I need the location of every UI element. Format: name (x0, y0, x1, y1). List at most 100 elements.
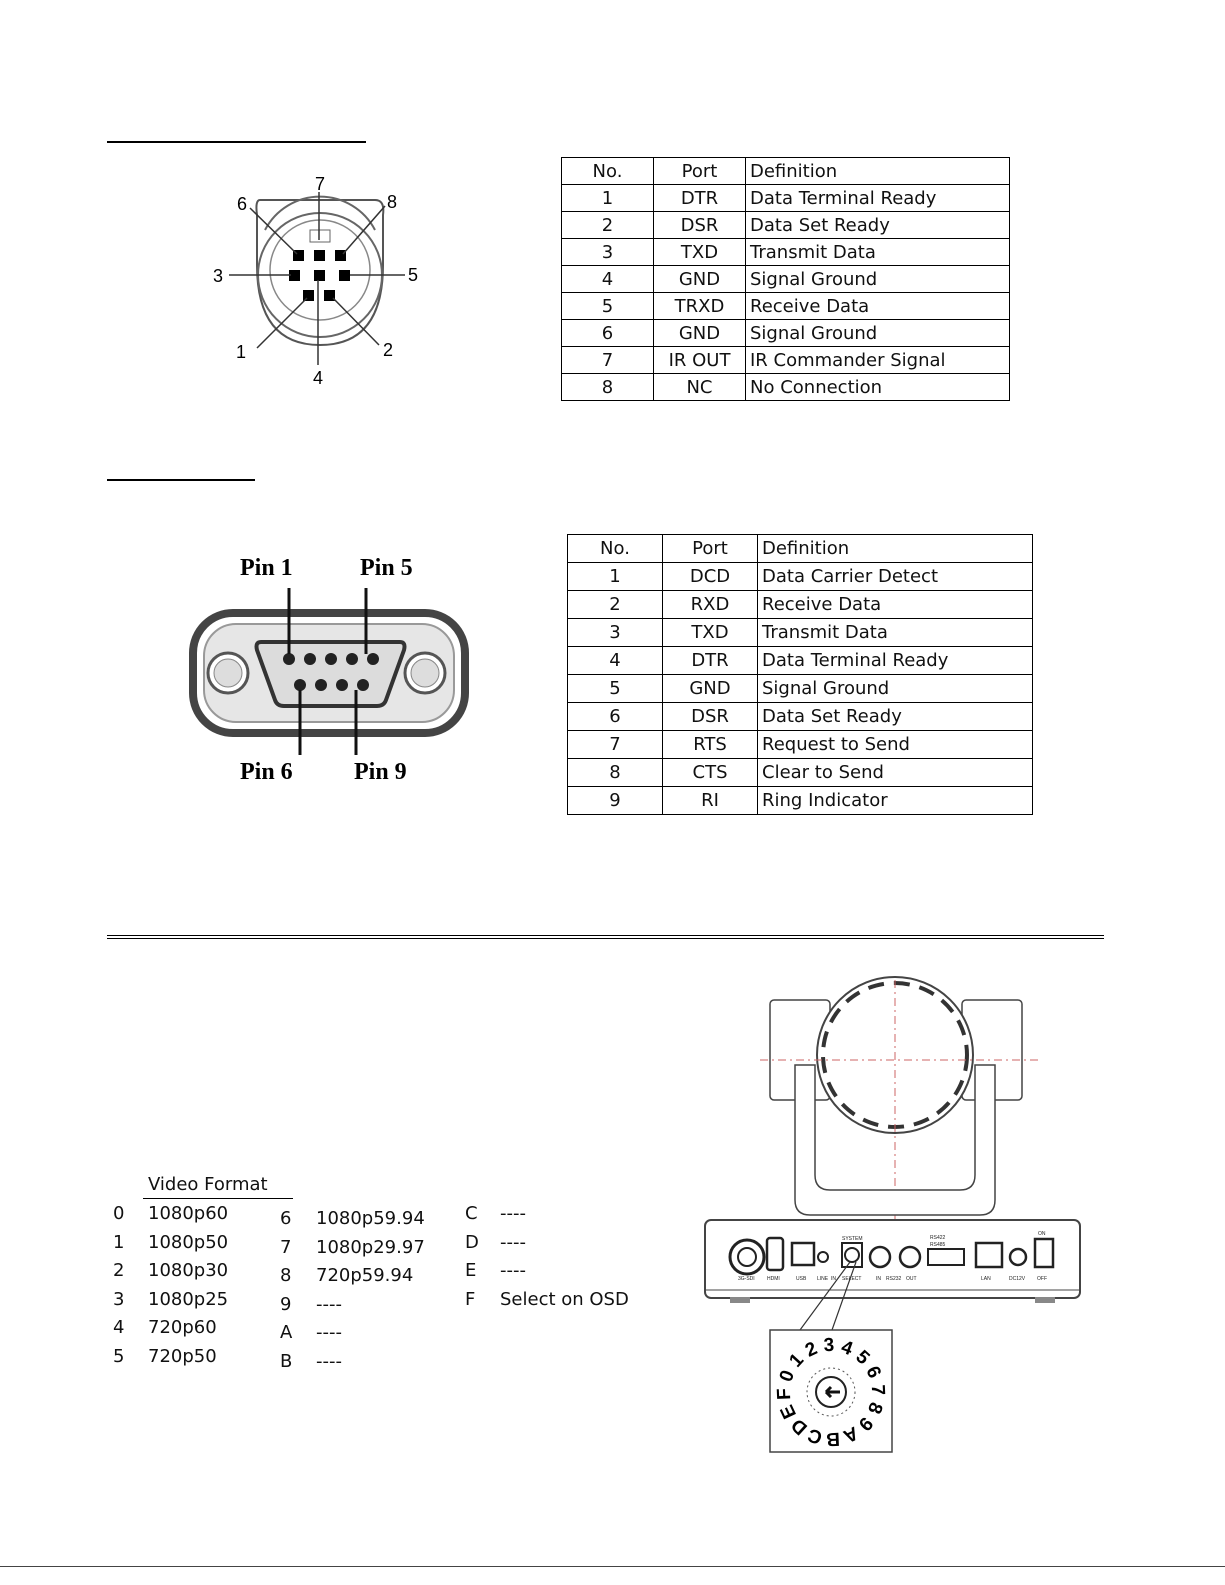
dial-position-key: 8 (280, 1265, 292, 1287)
rear-label-in: IN (831, 1276, 836, 1282)
port-cell: RTS (662, 730, 758, 759)
definition-cell: No Connection (745, 373, 1010, 401)
minidin-label-6: 6 (237, 194, 247, 214)
video-format-value: ---- (316, 1293, 342, 1315)
port-cell: RI (662, 786, 758, 815)
pin-number-cell: 3 (567, 618, 663, 647)
video-format-header-rule (143, 1198, 293, 1199)
section-rule-visca (107, 141, 366, 143)
definition-cell: Data Terminal Ready (745, 184, 1010, 212)
definition-cell: Signal Ground (745, 319, 1010, 347)
video-format-value: 1080p60 (148, 1203, 229, 1224)
pin-number-cell: 6 (561, 319, 654, 347)
dial-position-key: 5 (113, 1346, 125, 1367)
pin-number-cell: 2 (567, 590, 663, 619)
definition-cell: Data Carrier Detect (757, 562, 1033, 591)
rear-label-on: ON (1038, 1231, 1046, 1237)
dial-char: 7 (867, 1384, 888, 1395)
table-header: No. (567, 534, 663, 563)
table-header: Definition (745, 157, 1010, 185)
video-format-value: 1080p30 (148, 1260, 229, 1282)
pin-number-cell: 1 (567, 562, 663, 591)
definition-cell: Data Terminal Ready (757, 646, 1033, 675)
rear-label-select: SELECT (842, 1276, 861, 1282)
port-cell: IR OUT (653, 346, 746, 374)
port-cell: GND (662, 674, 758, 703)
dial-position-key: 7 (280, 1236, 292, 1258)
port-cell: DTR (653, 184, 746, 212)
dial-position-key: D (465, 1231, 479, 1253)
pin-number-cell: 7 (561, 346, 654, 374)
definition-cell: Clear to Send (757, 758, 1033, 787)
video-format-value: ---- (316, 1351, 342, 1372)
video-format-header: Video Format (148, 1174, 268, 1195)
port-cell: NC (653, 373, 746, 401)
video-format-value: 720p50 (148, 1346, 217, 1367)
table-header: No. (561, 157, 654, 185)
pin-number-cell: 5 (561, 292, 654, 320)
rear-label-line: LINE (817, 1276, 829, 1282)
definition-cell: Signal Ground (745, 265, 1010, 293)
rear-label-rs232: RS232 (886, 1276, 902, 1282)
port-cell: RXD (662, 590, 758, 619)
port-cell: GND (653, 319, 746, 347)
pin-number-cell: 7 (567, 730, 663, 759)
dial-char: B (826, 1428, 841, 1450)
video-format-value: 1080p50 (148, 1231, 229, 1253)
rear-label-system: SYSTEM (842, 1236, 863, 1242)
pin-number-cell: 3 (561, 238, 654, 266)
port-cell: DCD (662, 562, 758, 591)
video-format-value: 720p60 (148, 1317, 217, 1339)
definition-cell: Request to Send (757, 730, 1033, 759)
table-header: Port (653, 157, 746, 185)
mini-din-connector-diagram: 1 2 3 4 5 6 7 8 (213, 174, 418, 388)
port-cell: TRXD (653, 292, 746, 320)
video-format-value: 1080p59.94 (316, 1208, 425, 1229)
db9-label-pin1: Pin 1 (240, 555, 293, 581)
minidin-label-5: 5 (408, 265, 418, 285)
section-rule-video (107, 935, 1104, 936)
dial-position-key: 4 (113, 1317, 125, 1339)
video-format-value: ---- (500, 1260, 526, 1282)
db9-connector-diagram: Pin 1 Pin 5 Pin 6 Pin 9 (189, 555, 469, 785)
table-header: Definition (757, 534, 1033, 563)
rear-label-lan: LAN (981, 1276, 991, 1282)
definition-cell: IR Commander Signal (745, 346, 1010, 374)
pin-number-cell: 4 (567, 646, 663, 675)
port-cell: DSR (662, 702, 758, 731)
port-cell: DTR (662, 646, 758, 675)
minidin-label-3: 3 (213, 266, 223, 286)
pin-number-cell: 5 (567, 674, 663, 703)
db9-label-pin6: Pin 6 (240, 759, 293, 785)
video-format-value: ---- (500, 1203, 526, 1224)
dial-position-key: 2 (113, 1260, 125, 1282)
dial-char: F (774, 1388, 795, 1401)
rear-label-rs422: RS422 (930, 1235, 946, 1241)
rear-label-rs232-out: OUT (906, 1276, 917, 1282)
db9-label-pin9: Pin 9 (354, 759, 407, 785)
pin-number-cell: 8 (567, 758, 663, 787)
section-rule-video-2 (107, 938, 1104, 939)
definition-cell: Transmit Data (745, 238, 1010, 266)
dial-position-key: 1 (113, 1231, 125, 1253)
dial-position-key: C (465, 1203, 478, 1224)
table-header: Port (662, 534, 758, 563)
rear-label-hdmi: HDMI (767, 1276, 780, 1282)
video-format-value: 1080p29.97 (316, 1236, 425, 1258)
rear-label-rs232-in: IN (876, 1276, 881, 1282)
